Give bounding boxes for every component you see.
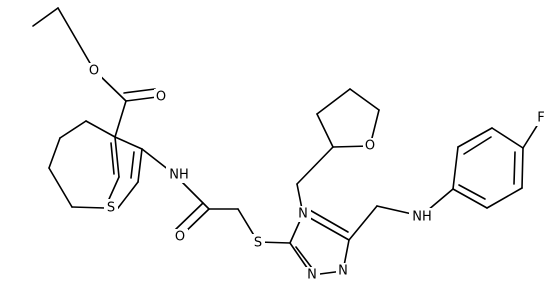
atom-label: S [254, 236, 262, 251]
atom-label: F [537, 111, 544, 126]
bond-lines [32, 7, 541, 276]
atom-fluorine: F [535, 110, 548, 126]
atom-label: S [107, 201, 115, 216]
atom-o-thf: O [363, 138, 378, 154]
atom-o-amide: O [173, 229, 188, 245]
atom-n-amide: NH [166, 166, 193, 183]
bond [117, 181, 139, 209]
atom-label: O [89, 64, 99, 79]
atom-label: NH [412, 210, 432, 225]
bond [296, 146, 334, 185]
bond [48, 137, 61, 169]
bond [458, 184, 486, 200]
bond [71, 206, 106, 209]
bond [316, 113, 334, 148]
atom-label: O [365, 139, 375, 154]
bond [114, 100, 127, 138]
bond [114, 136, 120, 178]
atom-label: O [156, 90, 166, 105]
bond [57, 7, 95, 71]
atom-o-ester: O [87, 63, 102, 79]
atom-o-carbonyl: O [154, 89, 169, 105]
bond [59, 120, 87, 139]
atom-n-triazole-1: N [305, 267, 320, 283]
bond [457, 127, 493, 148]
bond [486, 187, 523, 209]
atom-labels: O O S NH O S N N [87, 63, 548, 283]
bond [491, 127, 524, 149]
bond [316, 88, 351, 115]
atom-label: NH [169, 168, 189, 183]
atom-label: N [307, 268, 317, 283]
bond [349, 88, 380, 111]
bond [125, 96, 158, 102]
atom-s-thiophene: S [104, 199, 118, 216]
atom-label: N [338, 264, 348, 279]
atom-n-triazole-2: N [336, 263, 351, 279]
bond [452, 188, 488, 209]
bond [114, 136, 143, 150]
bond [110, 142, 115, 175]
atom-n-triazole-4: N [296, 206, 311, 222]
bond [307, 208, 349, 233]
bond [85, 120, 116, 138]
bond [123, 88, 156, 94]
bond [513, 151, 516, 185]
bond [130, 151, 135, 179]
bond [452, 146, 459, 190]
bond [521, 147, 524, 189]
bond [48, 167, 73, 208]
bond [174, 202, 204, 231]
atom-s-thioether: S [250, 234, 265, 251]
bond [348, 205, 378, 241]
atom-n-amine: NH [409, 208, 436, 225]
atom-label: N [298, 207, 308, 222]
bond [463, 136, 492, 155]
bond [137, 148, 143, 183]
atom-label: O [175, 230, 185, 245]
bond [32, 7, 59, 27]
